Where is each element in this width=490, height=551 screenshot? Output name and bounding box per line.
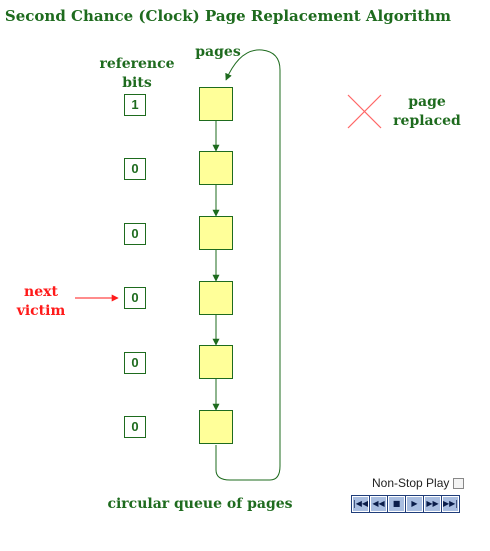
reference-bit-6: 0 (124, 416, 146, 438)
skip-to-start-button[interactable]: |◀◀ (352, 496, 369, 512)
reference-label-line2: bits (122, 75, 152, 91)
reference-bit-3: 0 (124, 223, 146, 245)
reference-bit-2: 0 (124, 158, 146, 180)
non-stop-play-checkbox[interactable] (453, 477, 465, 489)
non-stop-play-label: Non-Stop Play (372, 476, 450, 490)
step-forward-button[interactable]: ▶▶ (424, 496, 441, 512)
next-victim-line1: next (24, 284, 58, 300)
stop-button[interactable]: ■ (388, 496, 405, 512)
replaced-cross-icon (347, 94, 382, 129)
page-frame-5 (199, 345, 233, 379)
page-replaced-line2: replaced (393, 113, 461, 129)
page-replaced-label: page replaced (388, 93, 466, 131)
page-frame-4 (199, 281, 233, 315)
step-back-button[interactable]: ◀◀ (370, 496, 387, 512)
non-stop-play-control[interactable]: Non-Stop Play (372, 476, 465, 490)
queue-label: circular queue of pages (107, 496, 293, 512)
next-victim-line2: victim (16, 303, 66, 319)
circular-return-arrow (215, 49, 281, 481)
skip-to-end-icon: ▶▶| (443, 499, 458, 508)
step-back-icon: ◀◀ (372, 499, 385, 508)
page-frame-6 (199, 410, 233, 444)
page-frame-2 (199, 151, 233, 185)
reference-bit-4: 0 (124, 287, 146, 309)
diagram-title: Second Chance (Clock) Page Replacement A… (4, 7, 452, 25)
skip-to-end-button[interactable]: ▶▶| (442, 496, 459, 512)
play-button[interactable]: ▶ (406, 496, 423, 512)
pages-label: pages (195, 44, 241, 60)
page-frame-1 (199, 87, 233, 121)
reference-bit-5: 0 (124, 352, 146, 374)
playback-controls: |◀◀ ◀◀ ■ ▶ ▶▶ ▶▶| (351, 495, 460, 513)
skip-to-start-icon: |◀◀ (353, 499, 368, 508)
next-victim-label: next victim (6, 283, 76, 321)
reference-label-line1: reference (99, 56, 175, 72)
reference-bits-label: reference bits (97, 55, 177, 93)
reference-bit-1: 1 (124, 94, 146, 116)
stop-icon: ■ (392, 499, 401, 508)
page-frame-3 (199, 216, 233, 250)
play-icon: ▶ (411, 499, 418, 508)
step-forward-icon: ▶▶ (426, 499, 439, 508)
page-replaced-line1: page (408, 94, 446, 110)
